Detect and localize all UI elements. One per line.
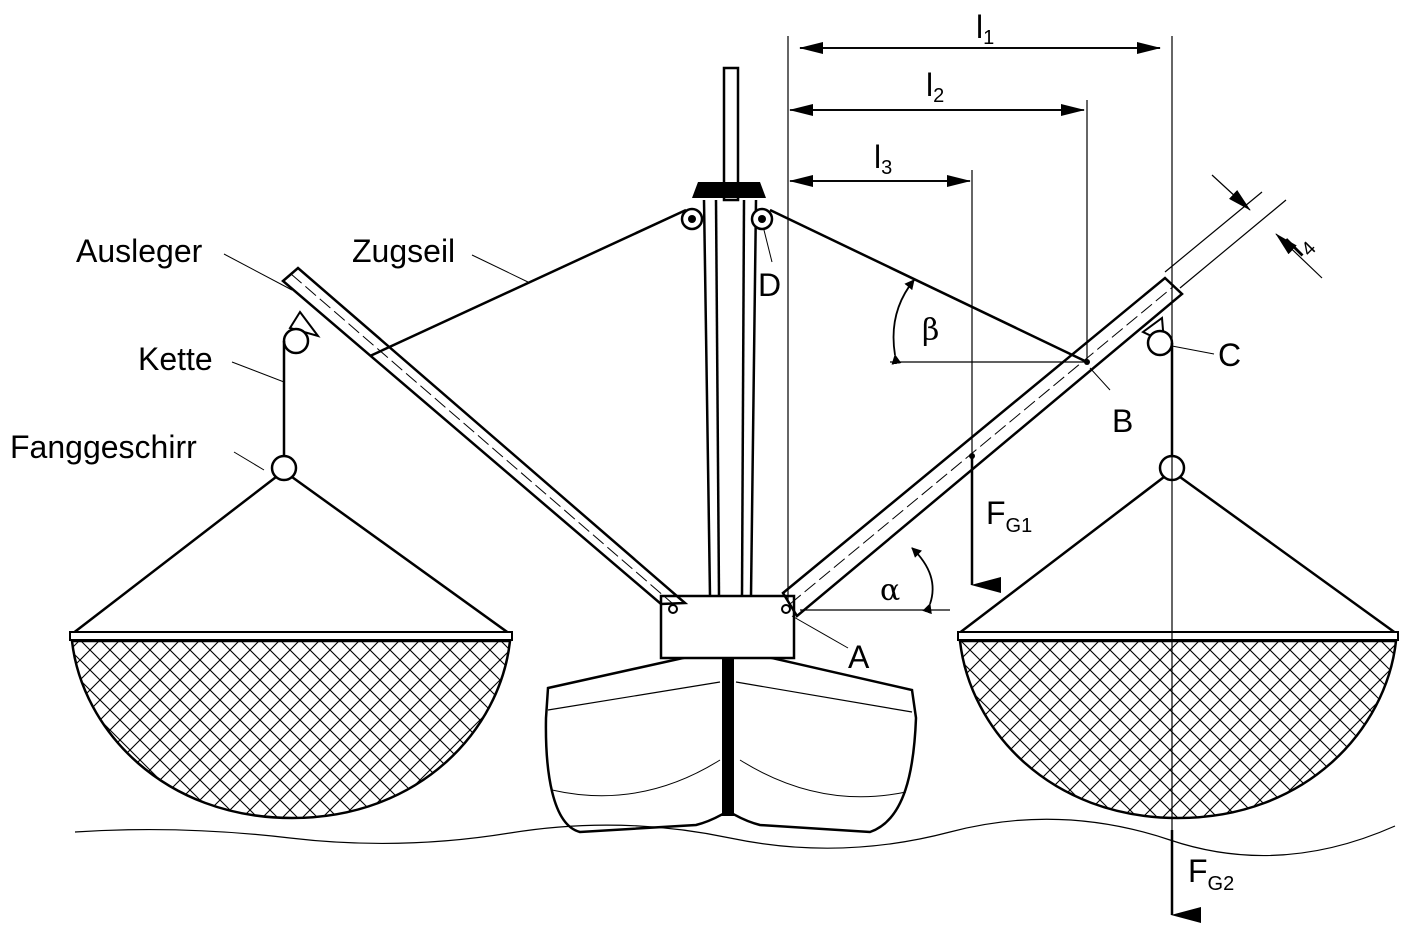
label-fanggeschirr: Fanggeschirr <box>10 429 197 465</box>
angle-alpha <box>800 547 950 615</box>
label-kette: Kette <box>138 341 213 377</box>
leader-zugseil <box>471 254 531 284</box>
zugseil-left <box>369 208 687 358</box>
label-point-d: D <box>758 267 781 303</box>
left-boom <box>281 266 689 606</box>
label-alpha: α <box>880 573 900 608</box>
label-l3: l3 <box>874 139 892 179</box>
label-l1: l1 <box>976 9 994 49</box>
right-net <box>957 454 1399 820</box>
dim-l4 <box>1164 174 1323 289</box>
force-fg1 <box>969 453 1001 593</box>
leader-a <box>791 615 849 649</box>
angle-beta <box>890 279 1087 365</box>
leader-fanggeschirr <box>233 451 265 471</box>
mast <box>680 66 774 597</box>
pivot-left <box>668 604 678 614</box>
zugseil-right <box>769 208 1088 364</box>
water-line <box>74 818 1396 857</box>
left-pulley <box>282 327 310 355</box>
mast-head <box>692 182 766 198</box>
leader-b <box>1089 367 1111 391</box>
label-zugseil: Zugseil <box>352 233 455 269</box>
left-net <box>69 454 513 820</box>
pulley-c <box>1146 329 1174 357</box>
label-point-a: A <box>848 639 870 675</box>
label-l2: l2 <box>926 67 944 107</box>
leader-d <box>763 229 773 263</box>
leader-ausleger <box>223 253 293 291</box>
keel <box>722 648 734 816</box>
leader-c <box>1171 345 1215 355</box>
label-fg1: FG1 <box>986 495 1032 537</box>
boat-hull <box>544 646 918 834</box>
leader-kette <box>231 361 285 383</box>
label-point-b: B <box>1112 403 1133 439</box>
label-fg2: FG2 <box>1188 853 1234 895</box>
deckhouse <box>659 594 796 660</box>
label-beta: β <box>922 313 939 348</box>
pivot-a <box>781 604 791 614</box>
label-point-c: C <box>1218 337 1241 373</box>
label-ausleger: Ausleger <box>76 233 203 269</box>
right-boom <box>781 276 1184 618</box>
label-l4: l4 <box>1279 225 1320 266</box>
